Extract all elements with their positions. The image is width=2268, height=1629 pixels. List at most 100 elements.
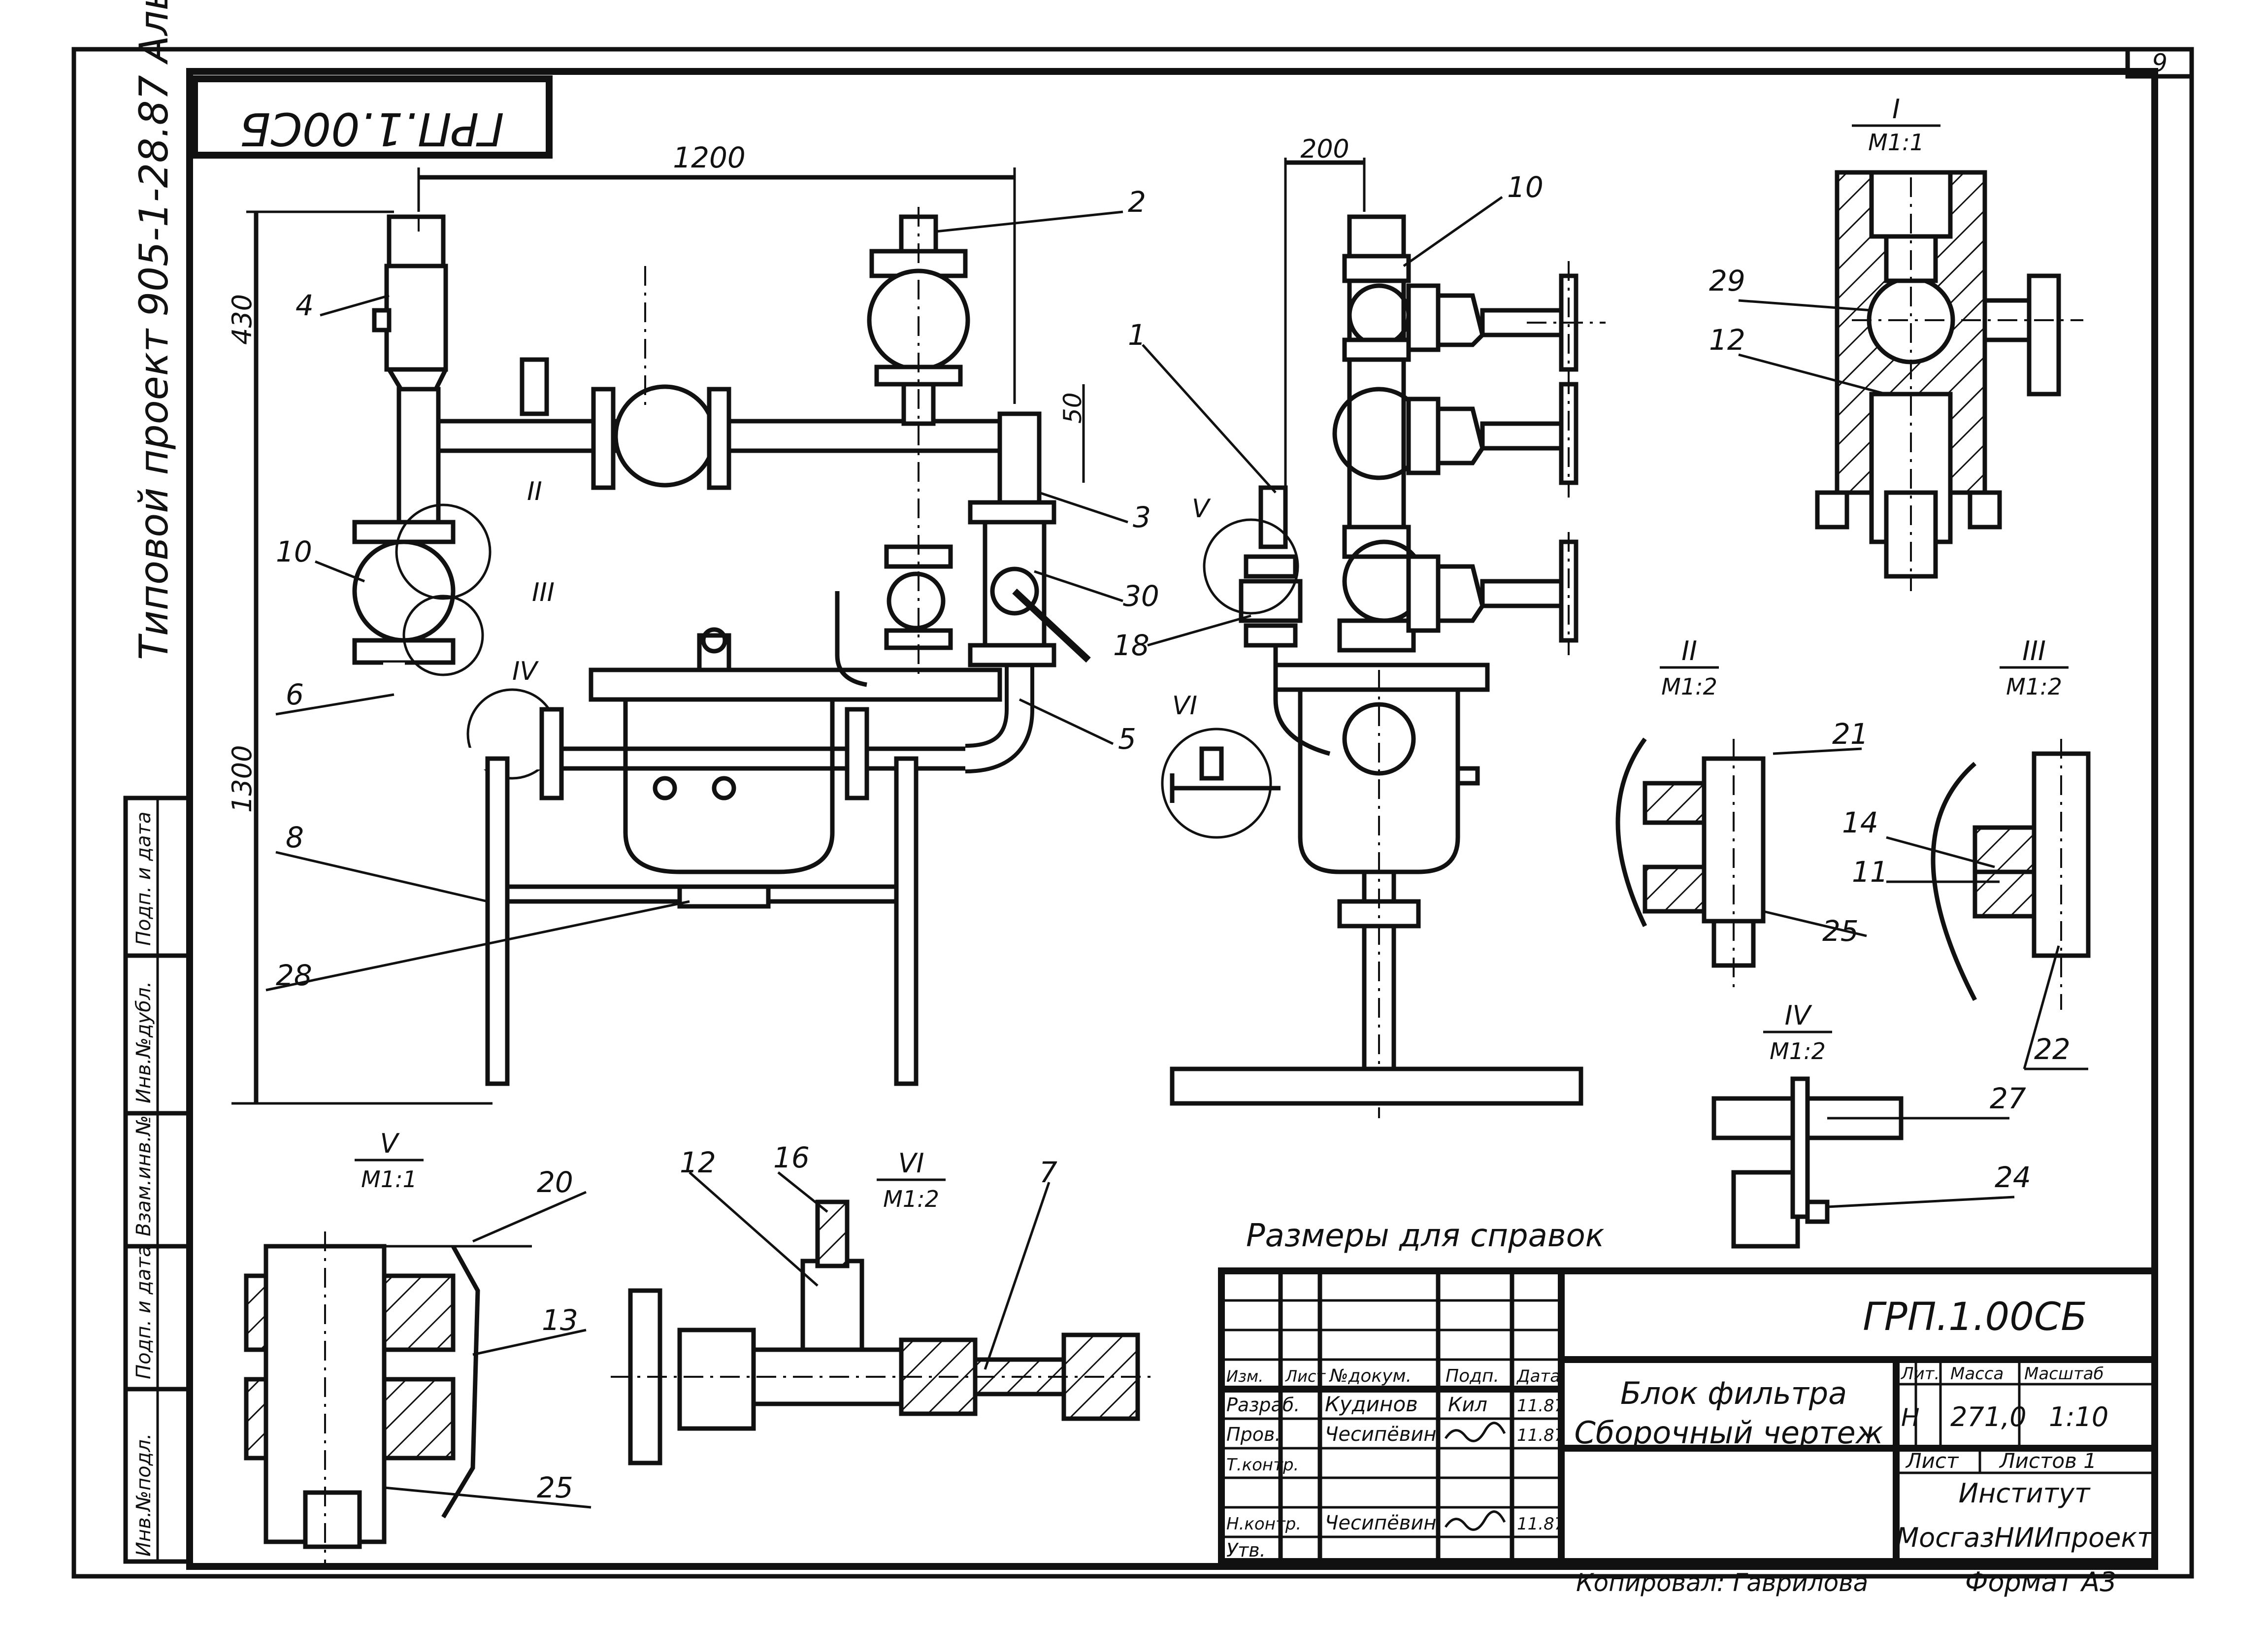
tb-org-line1: Институт (1959, 1478, 2091, 1509)
detail-I: I М1:1 29 12 (1709, 94, 2083, 591)
callout-8: 8 (286, 821, 304, 854)
tb-lit-value: Н (1901, 1403, 1920, 1432)
callout-20: 20 (537, 1165, 573, 1199)
tb-name-prov: Чесипёвин (1325, 1423, 1437, 1446)
callout-14: 14 (1842, 806, 1878, 839)
tb-mass-label: Масса (1950, 1364, 2004, 1384)
tb-sign-razrab: Кил (1448, 1394, 1487, 1416)
tb-col-doc: №докум. (1329, 1366, 1412, 1386)
tb-role-razrab: Разраб. (1226, 1394, 1300, 1416)
mark-VI: VI (1172, 691, 1197, 721)
side-view: 200 (1113, 134, 1606, 1118)
detail-IV-scale: М1:2 (1770, 1038, 1826, 1064)
title-block: ГРП.1.00СБ Блок фильтра Сборочный чертеж… (1218, 1267, 2158, 1565)
tb-sign-prov (1444, 1422, 1506, 1442)
callout-6: 6 (286, 678, 304, 711)
detail-I-scale: М1:1 (1868, 129, 1924, 156)
callout-12-detail: 12 (1709, 323, 1745, 357)
tb-date-prov: 11.87 (1517, 1426, 1565, 1445)
tb-name-line2: Сборочный чертеж (1574, 1415, 1883, 1451)
callout-30: 30 (1123, 579, 1159, 613)
strip-inv-dubl: Инв.№дубл. (132, 981, 155, 1103)
tb-org-line2: МосгазНИИпроект (1896, 1522, 2153, 1553)
detail-I-id: I (1892, 94, 1900, 125)
detail-III: III М1:2 14 11 22 (1842, 635, 2091, 1070)
callout-10-left: 10 (276, 535, 312, 568)
tb-doc-code: ГРП.1.00СБ (1863, 1295, 2087, 1339)
dim-50: 50 (1058, 392, 1087, 424)
tb-sheets-label: Листов 1 (1999, 1449, 2097, 1473)
tb-col-list: Лист (1285, 1367, 1326, 1386)
outer-border (71, 47, 2194, 1579)
tb-name-line1: Блок фильтра (1620, 1375, 1847, 1411)
page-number: 9 (2152, 49, 2168, 77)
detail-II-id: II (1681, 635, 1697, 666)
detail-VI-scale: М1:2 (883, 1186, 939, 1212)
callout-2: 2 (1128, 185, 1146, 219)
callout-25: 25 (537, 1471, 573, 1504)
tb-name-nkontr: Чесипёвин (1325, 1512, 1437, 1534)
tb-scale-value: 1:10 (2049, 1401, 2108, 1432)
callout-24: 24 (1995, 1161, 2031, 1194)
tb-role-prov: Пров. (1226, 1424, 1281, 1445)
callout-4: 4 (296, 289, 314, 322)
dim-200: 200 (1300, 134, 1349, 164)
tb-col-date: Дата (1516, 1366, 1560, 1386)
callout-28: 28 (276, 959, 312, 992)
dim-1300: 1300 (227, 745, 258, 813)
strip-podp-data-1: Подп. и дата (132, 1245, 155, 1379)
callout-26: 25 (1822, 914, 1859, 948)
detail-II: II М1:2 21 25 (1615, 635, 1869, 990)
mirrored-stamp: ГРП.1.00СБ (239, 102, 504, 155)
callout-16: 16 (773, 1141, 810, 1174)
callout-27: 27 (1990, 1082, 2026, 1115)
mark-V: V (1192, 494, 1211, 524)
mark-II: II (527, 477, 542, 506)
callout-10-side: 10 (1507, 170, 1544, 204)
tb-scale-label: Масштаб (2024, 1364, 2104, 1384)
dim-1200: 1200 (673, 141, 746, 174)
mirrored-stamp-box (191, 75, 553, 159)
callout-18: 18 (1113, 629, 1150, 662)
tb-col-sign: Подп. (1446, 1366, 1499, 1386)
tb-role-tkontr: Т.контр. (1226, 1455, 1299, 1475)
tb-date-nkontr: 11.87 (1517, 1514, 1565, 1534)
mark-III: III (532, 578, 555, 607)
detail-V-scale: М1:1 (361, 1166, 417, 1193)
footer-copied-by: Копировал: Гаврилова (1576, 1568, 1868, 1597)
callout-1: 1 (1128, 318, 1146, 352)
tb-sign-nkontr (1444, 1510, 1506, 1531)
left-strip: Инв.№подл. Подп. и дата Взам.инв.№ Инв.№… (123, 796, 192, 1564)
callout-5: 5 (1118, 722, 1136, 756)
strip-podp-data-2: Подп. и дата (132, 812, 155, 946)
dim-430: 430 (227, 294, 258, 345)
tb-date-razrab: 11.87 (1517, 1396, 1565, 1416)
tb-col-izm: Изм. (1226, 1367, 1263, 1386)
callout-13: 13 (542, 1303, 578, 1337)
detail-V-id: V (380, 1128, 400, 1159)
detail-III-id: III (2022, 635, 2046, 666)
series-label: Типовой проект 905-1-28.87 Альбом 2 (131, 0, 177, 660)
callout-22: 22 (2034, 1032, 2071, 1066)
callout-7: 7 (1039, 1156, 1057, 1189)
strip-vzam-inv: Взам.инв.№ (132, 1115, 155, 1236)
detail-VI-id: VI (898, 1148, 924, 1179)
detail-IV: IV М1:2 27 24 (1711, 1000, 2031, 1249)
detail-II-scale: М1:2 (1661, 673, 1717, 700)
detail-III-scale: М1:2 (2006, 673, 2062, 700)
detail-VI: VI М1:2 12 16 7 (611, 1141, 1157, 1465)
tb-mass-value: 271,0 (1950, 1401, 2027, 1432)
tb-name-razrab: Кудинов (1325, 1392, 1418, 1416)
callout-29: 29 (1709, 264, 1745, 298)
callout-21: 21 (1832, 717, 1869, 751)
tb-sheet-label: Лист (1905, 1449, 1959, 1473)
callout-12-detail-VI: 12 (680, 1146, 716, 1179)
strip-inv-podl: Инв.№подл. (132, 1433, 155, 1557)
tb-role-utv: Утв. (1226, 1539, 1266, 1561)
detail-IV-id: IV (1785, 1000, 1813, 1031)
front-view: 1200 430 1300 50 (227, 141, 1159, 1105)
tb-role-nkontr: Н.контр. (1226, 1514, 1301, 1534)
callout-3: 3 (1133, 500, 1151, 534)
mark-IV: IV (512, 657, 539, 686)
